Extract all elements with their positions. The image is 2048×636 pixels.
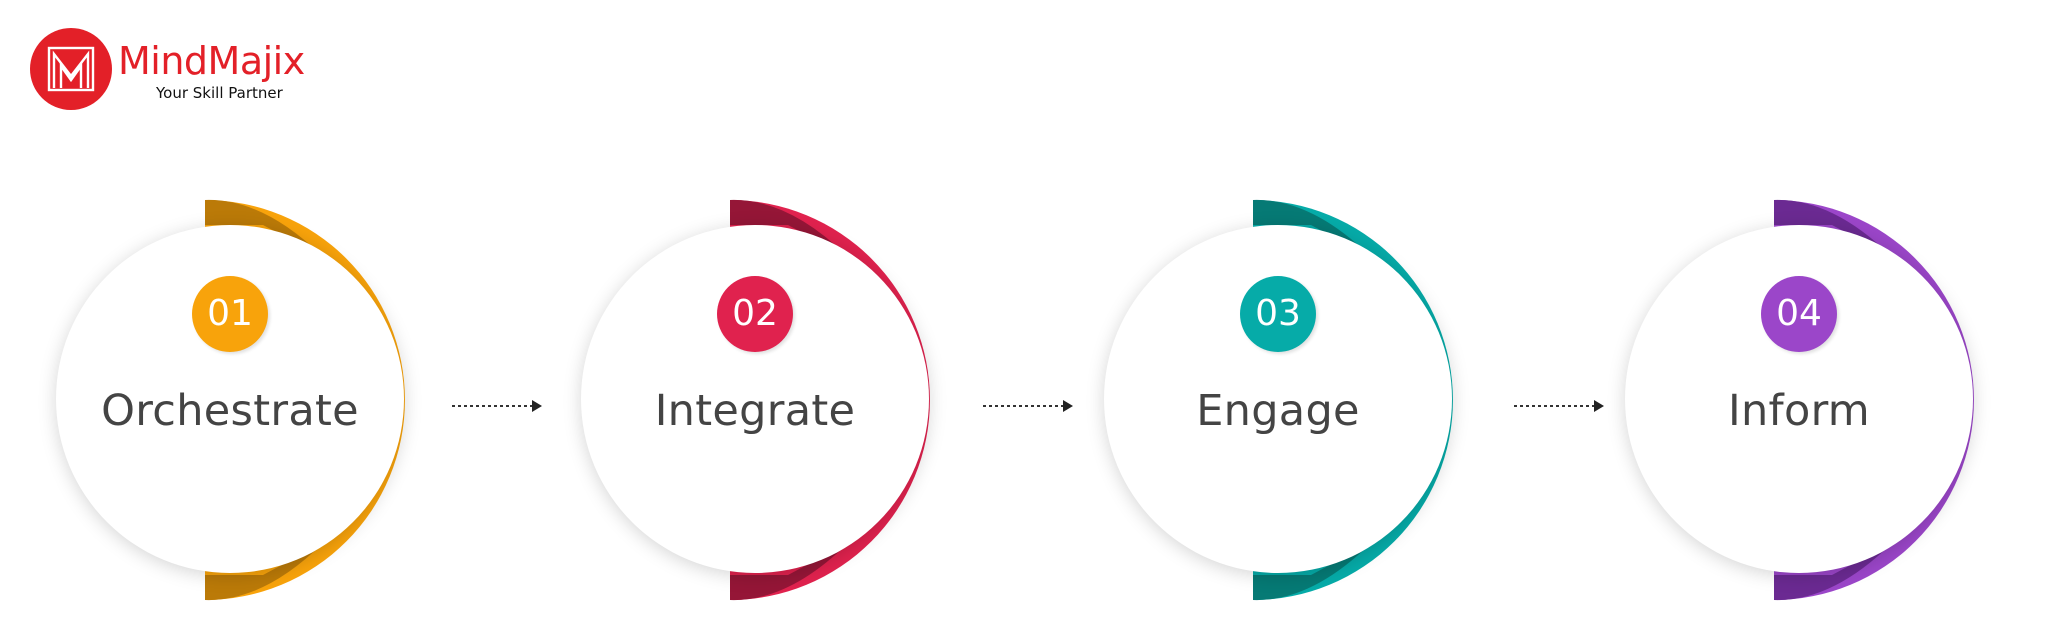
- step-2: 02 Integrate: [570, 195, 970, 605]
- dotted-arrow-right-icon: [452, 400, 542, 412]
- brand-name: MindMajix: [118, 39, 305, 83]
- step-1-arc-top-fold: [205, 199, 323, 257]
- step-4: 04 Inform: [1614, 195, 2014, 605]
- step-1: 01 Orchestrate: [45, 195, 445, 605]
- step-4-arc-top-fold: [1774, 199, 1892, 257]
- step-4-arc-bottom-fold: [1774, 543, 1892, 601]
- brand-logo: MindMajix Your Skill Partner: [30, 28, 360, 113]
- step-2-arc-bottom-fold: [730, 543, 848, 601]
- step-2-label: Integrate: [654, 386, 856, 436]
- step-1-label: Orchestrate: [101, 386, 359, 436]
- step-4-label: Inform: [1728, 386, 1870, 436]
- brand-tagline: Your Skill Partner: [156, 84, 283, 102]
- step-1-number: 01: [192, 276, 268, 352]
- step-3-number: 03: [1240, 276, 1316, 352]
- dotted-arrow-right-icon: [983, 400, 1073, 412]
- dotted-arrow-right-icon: [1514, 400, 1604, 412]
- step-4-number: 04: [1761, 276, 1837, 352]
- step-3-label: Engage: [1196, 386, 1360, 436]
- step-2-number: 02: [717, 276, 793, 352]
- step-3-arc-bottom-fold: [1253, 543, 1371, 601]
- step-3-arc-top-fold: [1253, 199, 1371, 257]
- mindmajix-logo-icon: [30, 28, 112, 110]
- step-3: 03 Engage: [1093, 195, 1493, 605]
- step-2-arc-top-fold: [730, 199, 848, 257]
- step-1-arc-bottom-fold: [205, 543, 323, 601]
